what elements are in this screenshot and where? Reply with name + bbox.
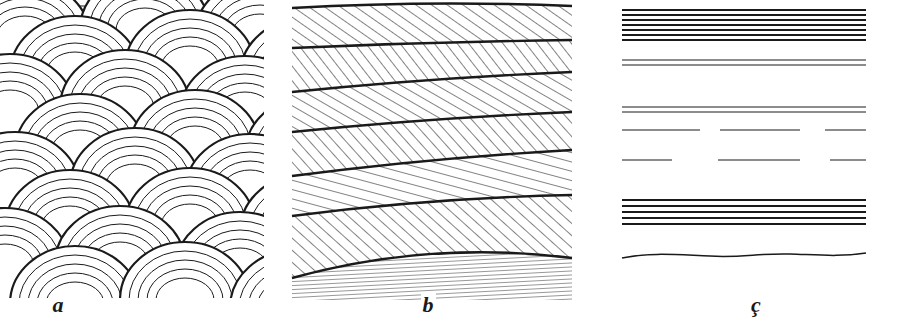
planar-cross-bedding [292, 3, 572, 300]
panel-letter: ç [749, 293, 763, 317]
trough-cross-bedding [0, 0, 264, 298]
panel-letter: a [51, 293, 66, 317]
horizontal-bedding [622, 10, 866, 258]
panel-letter: b [421, 293, 436, 317]
